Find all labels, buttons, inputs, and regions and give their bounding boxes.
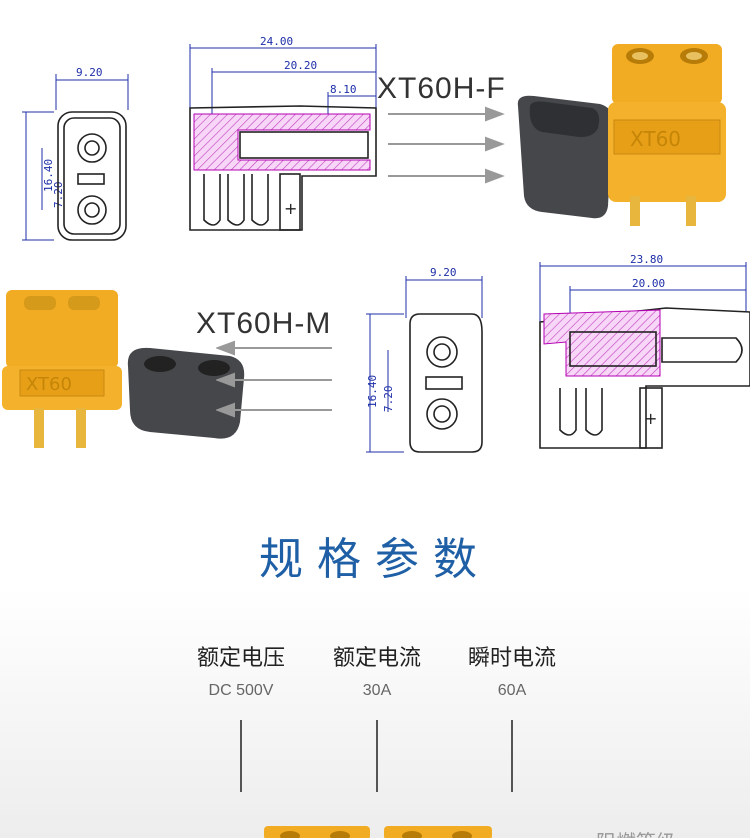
plus-marking: +	[284, 199, 297, 218]
dim-height-label: 16.40	[42, 159, 55, 192]
spec-voltage: 额定电压 DC 500V	[171, 640, 311, 792]
spec-divider	[240, 720, 242, 792]
male-dim-width-label: 9.20	[430, 266, 457, 279]
spec-current-value: 30A	[362, 682, 392, 699]
male-connector-marking: XT60	[26, 374, 72, 395]
female-connector-marking: XT60	[630, 127, 681, 151]
male-front-drawing: 9.20 16.40 7.20	[366, 266, 483, 453]
section-title: 规格参数	[259, 534, 491, 585]
spec-peak-value: 60A	[497, 682, 527, 699]
dim-pin-label: 8.10	[330, 83, 357, 96]
female-model-label: XT60H-F	[377, 72, 506, 105]
spec-current-label: 额定电流	[332, 646, 421, 671]
female-front-drawing: 9.20 16.40 7.20	[22, 66, 129, 241]
dim-body-label: 20.20	[284, 59, 317, 72]
male-side-drawing: 23.80 20.00 +	[539, 253, 750, 449]
spec-voltage-value: DC 500V	[208, 682, 274, 699]
male-explode-arrows	[216, 340, 332, 418]
bottom-connector-images	[264, 826, 492, 838]
male-model-label: XT60H-M	[196, 307, 332, 340]
spec-current: 额定电流 30A	[307, 640, 447, 792]
male-dim-height-label: 16.40	[366, 375, 379, 408]
spec-peak-label: 瞬时电流	[467, 646, 556, 671]
female-explode-arrows	[388, 106, 505, 184]
male-connector-image: XT60	[2, 290, 245, 448]
dim-total-label: 24.00	[260, 35, 293, 48]
female-connector-image: XT60	[517, 44, 726, 226]
male-dim-pitch-label: 7.20	[382, 386, 395, 413]
dim-width-label: 9.20	[76, 66, 103, 79]
spec-voltage-label: 额定电压	[196, 646, 285, 671]
cut-off-label: 阻燃等级	[596, 826, 676, 838]
spec-divider	[511, 720, 513, 792]
spec-peak-current: 瞬时电流 60A	[442, 640, 582, 792]
female-side-drawing: 24.00 20.20 8.10 +	[189, 35, 377, 231]
spec-divider	[376, 720, 378, 792]
male-dim-body-label: 20.00	[632, 277, 665, 290]
male-plus-marking: +	[644, 409, 657, 428]
male-dim-total-label: 23.80	[630, 253, 663, 266]
